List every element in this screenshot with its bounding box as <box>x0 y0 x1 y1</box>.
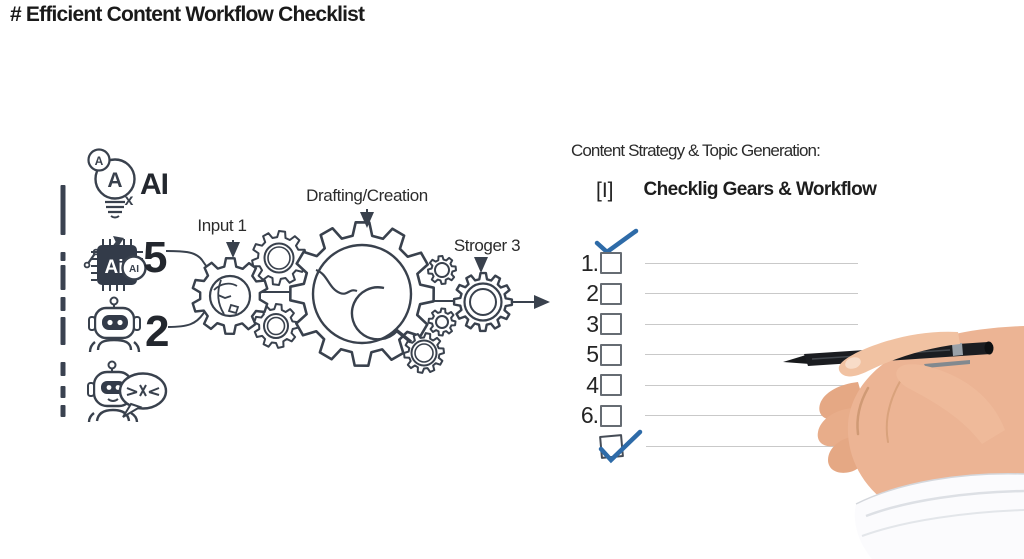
checklist-row: 6. <box>578 402 858 429</box>
checklist-subtitle: Checklig Gears & Workflow <box>643 179 877 200</box>
checkbox <box>600 282 622 305</box>
row-rule <box>645 384 858 386</box>
checklist-row <box>578 434 858 460</box>
step-number-2: 2 <box>145 307 169 356</box>
gear-output <box>452 271 514 333</box>
checklist-subheader: [I] Checklig Gears & Workflow <box>596 179 877 203</box>
label-drafting: Drafting/Creation <box>306 186 428 205</box>
row-number: 3 <box>586 310 599 337</box>
page-title: # Efficient Content Workflow Checklist <box>10 3 365 26</box>
robot-icon: 2 <box>88 296 169 356</box>
row-number: 5 <box>586 341 599 368</box>
row-number: 1. <box>580 249 599 276</box>
label-stroger: Stroger 3 <box>454 236 520 255</box>
step-number-5: 5 <box>143 233 167 282</box>
row-number: 6. <box>580 402 599 429</box>
bulb-letter: A <box>107 169 122 192</box>
checklist-rows: 1. 2 3 5 4 6. <box>578 249 858 460</box>
bubble-scribble <box>126 384 160 397</box>
gear-bottom <box>403 332 445 374</box>
bulb-x-mark: x <box>125 192 134 209</box>
checkbox <box>600 313 622 336</box>
checklist-row: 4 <box>578 371 858 398</box>
robot-chat-icon <box>87 360 168 423</box>
bulb-badge: A <box>95 154 104 168</box>
checklist-header: Content Strategy & Topic Generation: <box>571 141 821 160</box>
gear-tiny-lower <box>427 307 457 337</box>
index-finger <box>838 331 960 377</box>
row-number: 4 <box>586 371 599 398</box>
chip-text: Ai <box>105 257 124 278</box>
checkbox <box>600 343 622 366</box>
fingernail <box>845 357 861 369</box>
checkmark-bottom-icon <box>598 429 643 464</box>
chip-badge: AI <box>129 264 139 275</box>
pen-clip <box>924 360 970 368</box>
label-input: Input 1 <box>197 216 246 235</box>
checklist-row: 2 <box>578 280 858 307</box>
gear-small-upper <box>251 230 307 286</box>
bracket-icon: [I] <box>596 179 614 202</box>
row-rule <box>646 446 858 448</box>
row-rule <box>645 415 858 417</box>
checklist-row: 1. <box>578 249 858 276</box>
lightbulb-ai-icon: A A x AI <box>87 148 169 219</box>
row-rule <box>645 323 858 325</box>
diagram-labels: Input 1 Drafting/Creation Stroger 3 <box>197 186 550 309</box>
checklist-row: 5 <box>578 341 858 368</box>
gear-inner-details <box>208 242 503 367</box>
hand-with-pen <box>783 326 1024 559</box>
shirt-cuff <box>854 473 1024 559</box>
ai-label: AI <box>140 168 168 201</box>
row-number: 2 <box>586 280 599 307</box>
row-rule <box>645 293 858 295</box>
row-rule <box>645 354 858 356</box>
checkbox <box>600 404 622 427</box>
checkbox <box>600 374 622 397</box>
dashed-divider <box>60 185 66 417</box>
ai-chip-icon: Ai AI 5 <box>83 233 167 291</box>
thumb <box>896 364 1005 444</box>
checklist-row: 3 <box>578 310 858 337</box>
row-rule <box>645 262 858 264</box>
checkbox <box>600 252 622 274</box>
hand-creases <box>856 377 903 443</box>
gear-tiny-upper <box>427 255 457 285</box>
